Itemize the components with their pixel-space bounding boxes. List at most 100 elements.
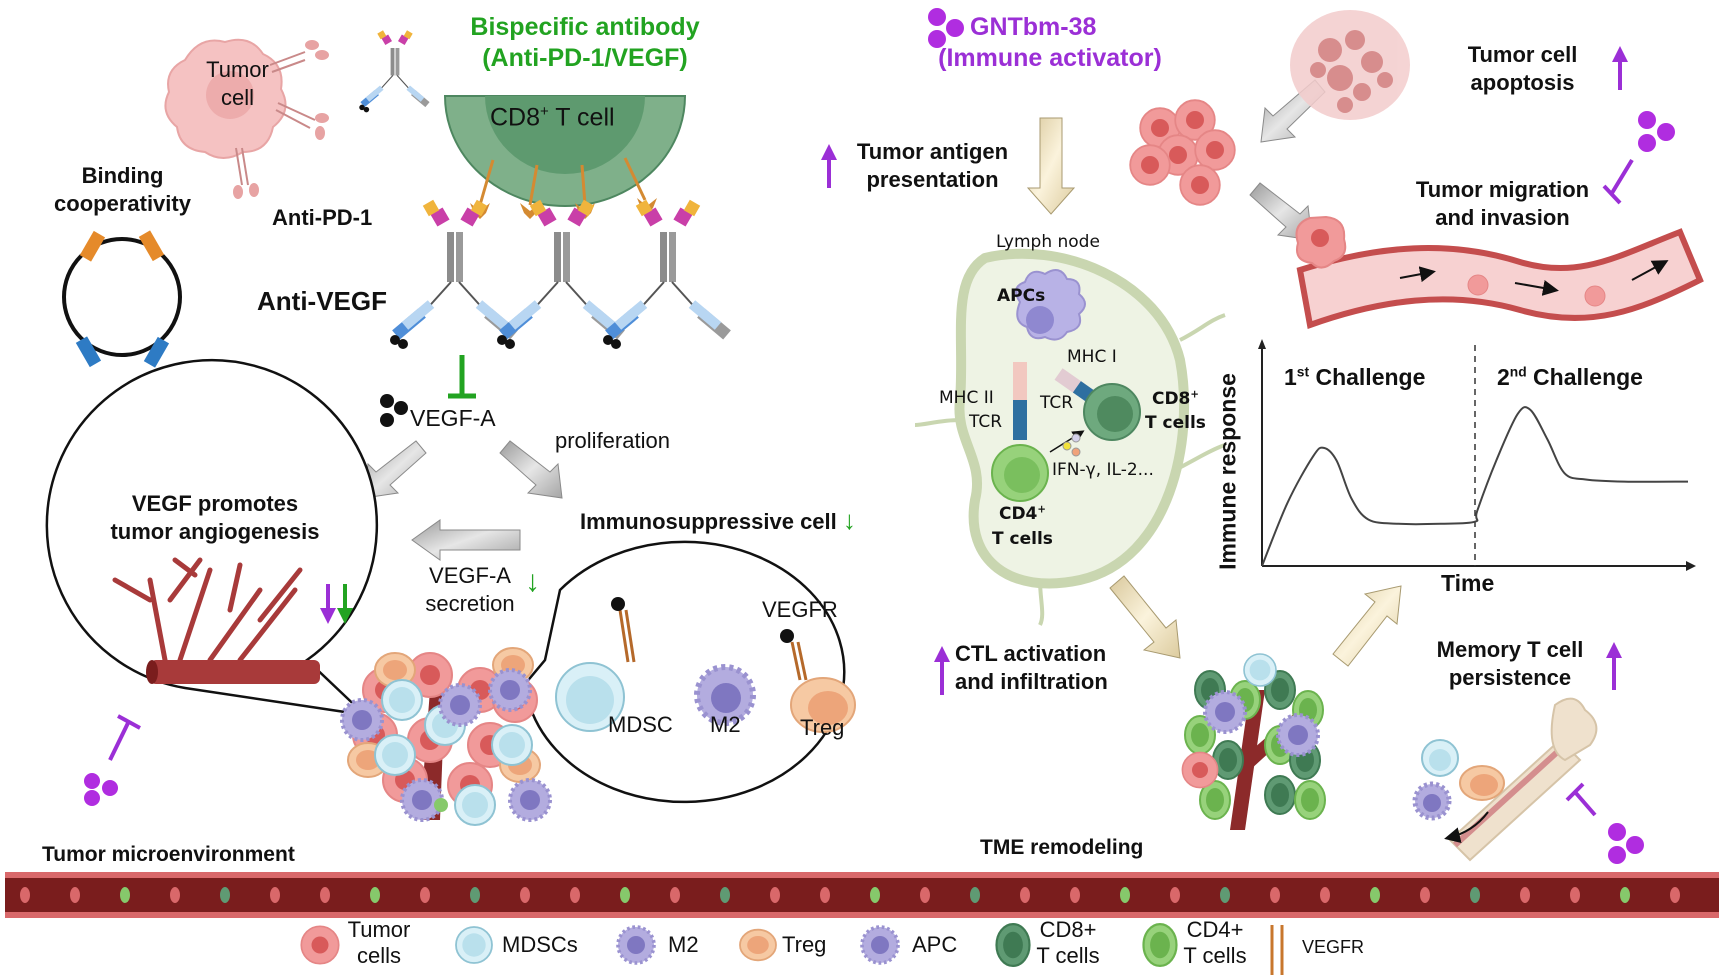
bispecific-title: Bispecific antibody (Anti-PD-1/VEGF) [420,12,750,75]
migration-vessel [1295,215,1704,330]
vessel-blood-cell [920,887,930,903]
legend-swatch-vegfr [1270,925,1284,975]
vessel-blood-cell [1370,887,1380,903]
vegfa-molecule-icon [380,394,408,427]
vegf-promotes-line2: tumor angiogenesis [110,518,320,544]
memory-line1: Memory T cell [1436,637,1584,662]
vegfa-secretion-line2: secretion [425,590,515,616]
legend-swatches [300,922,1284,975]
legend-treg-label: Treg [782,932,827,957]
main-blood-vessel [5,872,1719,918]
legend-cd4-line1: CD4+ [1186,917,1244,942]
gntbm-title-line2: (Immune activator) [938,44,1162,73]
tme-remodeling-cluster [1181,653,1326,830]
cd8-t-cell-label: CD8+ T cell [490,103,615,132]
vessel-blood-cell [20,887,30,903]
vessel-blood-cell [520,887,530,903]
gntbm-inhibitor-migration [1602,111,1675,205]
vessel-blood-cell [670,887,680,903]
cd8-label-sup: + [540,103,549,120]
cd8-t-cell-illustration [443,95,687,219]
vessel-blood-cell [620,887,630,903]
binding-line2: cooperativity [54,190,191,216]
vessel-blood-cell [970,887,980,903]
ctl-activation-label: CTL activation and infiltration [955,640,1145,695]
vegfa-label: VEGF-A [410,405,496,431]
cd8-base: CD8 [1151,389,1191,409]
vessel-blood-cell [370,887,380,903]
cd8-label-suffix: T cell [548,103,615,132]
vessel-blood-cell [1220,887,1230,903]
vessel-blood-cell [120,887,130,903]
legend-vegfr-label: VEGFR [1302,937,1365,957]
cd8-sup: + [1190,389,1199,401]
tumor-cell-illustration [164,38,329,199]
memory-t-cell-label: Memory T cell persistence [1415,636,1605,691]
legend-swatch-tumor [300,925,340,965]
tumor-antigen-line2: presentation [866,166,999,192]
tcr-label-cd8: TCR [1040,393,1074,413]
bubble-m2-label: M2 [710,712,741,737]
annotation-2-sup: nd [1509,364,1527,380]
gntbm-title-line1: GNTbm-38 [970,13,1097,41]
decrease-arrows-icon [320,584,353,624]
legend-mdsc-label: MDSCs [502,932,578,957]
vessel-blood-cell [1170,887,1180,903]
legend-swatch-apc [860,925,900,965]
legend-cd8-line2: T cells [1036,943,1100,969]
vegfa-secretion-line1: VEGF-A [429,563,511,588]
legend-tumor-label: Tumor cells [344,917,414,970]
inhibition-green-icon [448,355,476,399]
legend-cd8-line1: CD8+ [1039,917,1097,942]
ctl-line2: and infiltration [955,668,1108,694]
tumor-antigen-line1: Tumor antigen [856,139,1009,164]
vessel-blood-cell [1420,887,1430,903]
vessel-blood-cell [170,887,180,903]
legend-swatch-mdsc [455,926,493,964]
angiogenesis-bubble [45,358,379,717]
increase-arrow-antigen [821,144,837,188]
bubble-mdsc-label: MDSC [608,712,673,737]
legend-tumor-line1: Tumor [347,917,411,942]
cd4-base: CD4 [998,504,1038,524]
tumor-cell-label: Tumor cell [195,56,280,111]
tumor-antigen-label: Tumor antigen presentation [845,138,1020,193]
mhc2-label: MHC II [939,388,994,408]
binding-line1: Binding [81,163,164,188]
gntbm-molecule-icon [928,8,964,48]
apcs-label: APCs [997,286,1046,306]
legend-cd4-label: CD4+ T cells [1175,917,1255,970]
immunosuppressive-cell-label: Immunosuppressive cell ↓ [580,505,856,536]
chart-annotation-2nd: 2nd Challenge [1497,364,1643,391]
legend-swatch-cd8 [995,922,1031,968]
chart-annotation-1st: 1st Challenge [1284,364,1425,391]
legend-cd4-line2: T cells [1183,943,1247,969]
immunosuppressive-bubble [518,540,856,804]
bubble-vegfr-label: VEGFR [762,597,838,622]
chart-xlabel: Time [1441,570,1495,596]
cd8-tcells-label: CD8+ T cells [1145,388,1206,436]
binding-cooperativity-label: Binding cooperativity [30,162,215,217]
vegfa-secretion-label: VEGF-A secretion [410,562,530,617]
vegf-promotes-label: VEGF promotes tumor angiogenesis [90,490,340,545]
annotation-1-base: 1 [1284,364,1297,390]
apoptosis-line2: apoptosis [1470,69,1575,95]
vessel-blood-cell [1570,887,1580,903]
vessel-blood-cell [570,887,580,903]
vessel-blood-cell [220,887,230,903]
chart-y-axis-arrow [1258,339,1266,349]
cd8-tcells: T cells [1145,412,1206,433]
decrease-arrow-secretion-icon: ↓ [525,565,540,598]
tcr-label-cd4: TCR [969,412,1003,432]
cd4-tcells: T cells [992,528,1053,549]
annotation-2-rest: Challenge [1526,364,1643,390]
cytokines-label: IFN-γ, IL-2... [1052,460,1154,480]
ctl-line1: CTL activation [955,641,1107,666]
legend-m2-label: M2 [668,932,699,957]
anti-pd1-label: Anti-PD-1 [272,205,373,230]
chart-x-axis-arrow [1686,561,1696,571]
apoptotic-cells [1290,10,1410,120]
legend-cd8-label: CD8+ T cells [1028,917,1108,970]
lymph-node-illustration [914,248,1226,626]
